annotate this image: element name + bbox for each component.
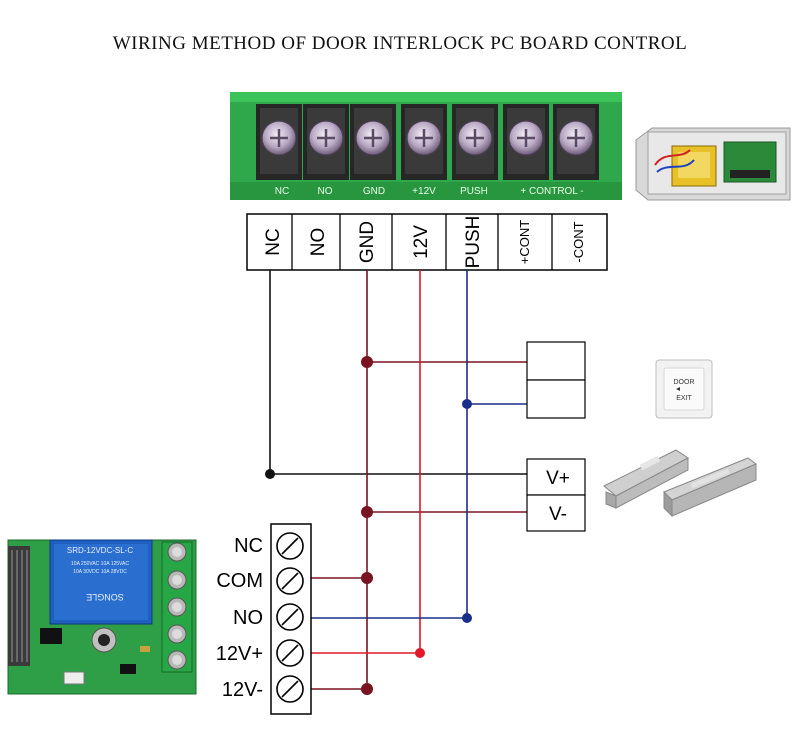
relay-module-image: SRD-12VDC-SL-C 10A 250VAC 10A 125VAC 10A…: [7, 539, 197, 695]
controller-terminal-board: NC NO GND +12V PUSH + CONTROL -: [230, 92, 622, 200]
junction-dot-push-no: [462, 613, 472, 623]
key-icon: [676, 387, 680, 391]
silk-gnd: GND: [363, 186, 385, 197]
junction-dot-12v: [415, 648, 425, 658]
relay-label-12vminus: 12V-: [222, 679, 263, 701]
relay-label-no: NO: [233, 607, 263, 629]
relay-terminal-block: [270, 523, 312, 715]
top-label-strip: NC NO GND 12V PUSH +CONT -CONT: [246, 213, 608, 271]
terminal-label-no: NO: [308, 228, 329, 257]
module-terminal-screw: [167, 650, 187, 670]
relay-terminal-screw: [276, 675, 304, 703]
relay-label-12vplus: 12V+: [216, 643, 263, 665]
relay-terminal-screw: [276, 532, 304, 560]
relay-rating-text-1: 10A 250VAC 10A 125VAC: [71, 561, 129, 567]
terminal-label-12v: 12V: [411, 225, 432, 259]
exit-button-terminals: [526, 341, 586, 419]
lock-label-vplus: V+: [546, 468, 570, 489]
relay-terminal-labels: NC COM NO 12V+ 12V-: [216, 535, 263, 701]
silk-nc: NC: [275, 186, 289, 197]
board-screw-terminal: [452, 104, 498, 180]
wire-push-vertical: [302, 270, 468, 619]
relay-rating-text-2: 10A 30VDC 10A 28VDC: [73, 569, 127, 575]
terminal-label-gnd: GND: [357, 221, 378, 263]
board-screw-terminal: [303, 104, 349, 180]
junction-dot-gnd-com: [361, 572, 373, 584]
board-screw-terminal: [401, 104, 447, 180]
board-screw-terminal: [350, 104, 396, 180]
junction-dot-nc-vplus: [265, 469, 275, 479]
module-terminal-screw: [167, 570, 187, 590]
terminal-label-cont-plus: +CONT: [517, 220, 532, 264]
board-screw-terminal: [503, 104, 549, 180]
wire-nc-to-vplus: [269, 270, 528, 475]
junction-dots: [265, 356, 472, 695]
silk-push: PUSH: [460, 186, 488, 197]
relay-terminal-screw: [276, 567, 304, 595]
junction-dot-gnd-exit: [361, 356, 373, 368]
relay-terminal-screw: [276, 639, 304, 667]
board-screw-terminal: [553, 104, 599, 180]
junction-dot-gnd-12vminus: [361, 683, 373, 695]
terminal-label-cont-minus: -CONT: [571, 221, 586, 262]
relay-model-text: SRD-12VDC-SL-C: [67, 546, 133, 555]
exit-button-text-door: DOOR: [674, 379, 695, 386]
lock-label-vminus: V-: [549, 504, 567, 525]
module-terminal-screw: [167, 624, 187, 644]
controller-box-image: [635, 127, 791, 201]
junction-dot-push-exit: [462, 399, 472, 409]
exit-button-text-exit: EXIT: [676, 395, 692, 402]
electric-lock-images: [603, 449, 757, 518]
wire-12v: [302, 270, 421, 654]
relay-brand-text: SONGLE: [86, 592, 124, 602]
relay-terminal-screw: [276, 603, 304, 631]
module-terminal-screw: [167, 597, 187, 617]
junction-dot-gnd-vminus: [361, 506, 373, 518]
relay-label-com: COM: [216, 570, 263, 592]
exit-button-image: DOOR EXIT: [655, 359, 713, 419]
terminal-label-nc: NC: [263, 228, 284, 255]
relay-label-nc: NC: [234, 535, 263, 557]
module-terminal-screw: [167, 542, 187, 562]
diagram-title: WIRING METHOD OF DOOR INTERLOCK PC BOARD…: [112, 33, 688, 54]
board-screw-terminal: [256, 104, 302, 180]
terminal-label-push: PUSH: [463, 216, 484, 269]
lock-terminals: V+ V-: [526, 458, 586, 532]
silk-no: NO: [318, 186, 333, 197]
silk-control: + CONTROL -: [520, 186, 583, 197]
silk-12v: +12V: [412, 186, 436, 197]
